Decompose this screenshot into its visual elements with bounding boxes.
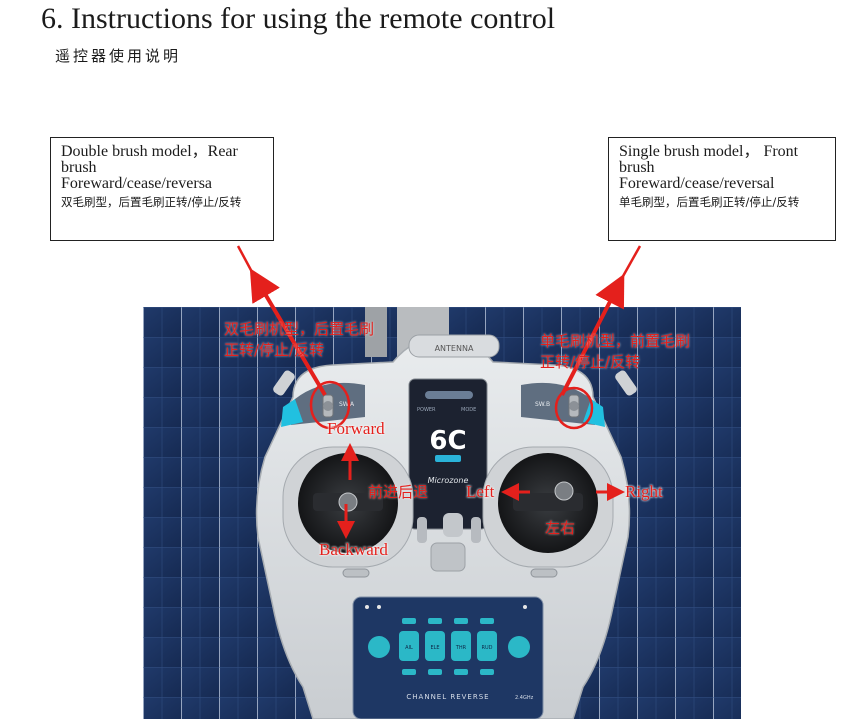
right-panel-button bbox=[508, 636, 530, 658]
remote-control-photo: ANTENNA SW.A SW.B POWER MODE 6C Microzon… bbox=[143, 307, 741, 719]
left-right-cn-label: 左右 bbox=[545, 519, 576, 537]
brand-logo: Microzone bbox=[428, 476, 469, 485]
callout-right-line-2: brush bbox=[619, 159, 655, 176]
frequency-label: 2.4GHz bbox=[515, 695, 534, 701]
callout-right-cn: 单毛刷型，后置毛刷正转/停止/反转 bbox=[619, 195, 800, 209]
ch-button-rud: RUD bbox=[482, 645, 493, 651]
page-title: 6. Instructions for using the remote con… bbox=[41, 2, 556, 35]
ch-button-ele: ELE bbox=[430, 645, 439, 651]
forward-label: Forward bbox=[327, 419, 385, 438]
power-label: POWER bbox=[417, 407, 436, 413]
antenna-label: ANTENNA bbox=[435, 344, 474, 353]
switch-a-label: SW.A bbox=[339, 401, 355, 408]
backward-label: Backward bbox=[319, 540, 388, 559]
channel-buttons bbox=[399, 618, 497, 675]
channel-reverse-label: CHANNEL REVERSE bbox=[406, 693, 489, 701]
front-brush-switch bbox=[569, 401, 579, 411]
left-label: Left bbox=[466, 482, 495, 501]
right-label: Right bbox=[625, 482, 663, 501]
left-panel-button bbox=[368, 636, 390, 658]
callout-right-line-3: Foreward/cease/reversal bbox=[619, 175, 775, 192]
forward-backward-cn-label: 前进后退 bbox=[368, 483, 429, 501]
screen-model: 6C bbox=[429, 426, 466, 456]
right-cn-label-line2: 正转/停止/反转 bbox=[540, 353, 641, 371]
left-cn-label-line1: 双毛刷机型，后置毛刷 bbox=[224, 320, 375, 338]
ch-button-ail: AIL bbox=[405, 645, 413, 651]
right-cn-label-line1: 单毛刷机型，前置毛刷 bbox=[540, 332, 691, 350]
ch-button-thr: THR bbox=[455, 645, 467, 651]
rear-brush-switch bbox=[323, 401, 333, 411]
callout-single-brush: Single brush model， Front brush Foreward… bbox=[608, 137, 836, 241]
mode-label: MODE bbox=[461, 407, 476, 413]
callout-right-line-1: Single brush model， Front bbox=[619, 143, 799, 160]
right-stick bbox=[554, 481, 574, 501]
callout-left-line-2: brush bbox=[61, 159, 97, 176]
page-subtitle: 遥控器使用说明 bbox=[55, 47, 182, 65]
callout-left-line-1: Double brush model，Rear bbox=[61, 143, 238, 160]
channel-reverse-panel bbox=[352, 596, 544, 719]
callout-left-cn: 双毛刷型，后置毛刷正转/停止/反转 bbox=[61, 195, 242, 209]
left-stick bbox=[338, 492, 358, 512]
callout-double-brush: Double brush model，Rear brush Foreward/c… bbox=[50, 137, 274, 241]
switch-b-label: SW.B bbox=[535, 401, 550, 408]
left-cn-label-line2: 正转/停止/反转 bbox=[224, 341, 325, 359]
callout-left-line-3: Foreward/cease/reversa bbox=[61, 175, 213, 192]
